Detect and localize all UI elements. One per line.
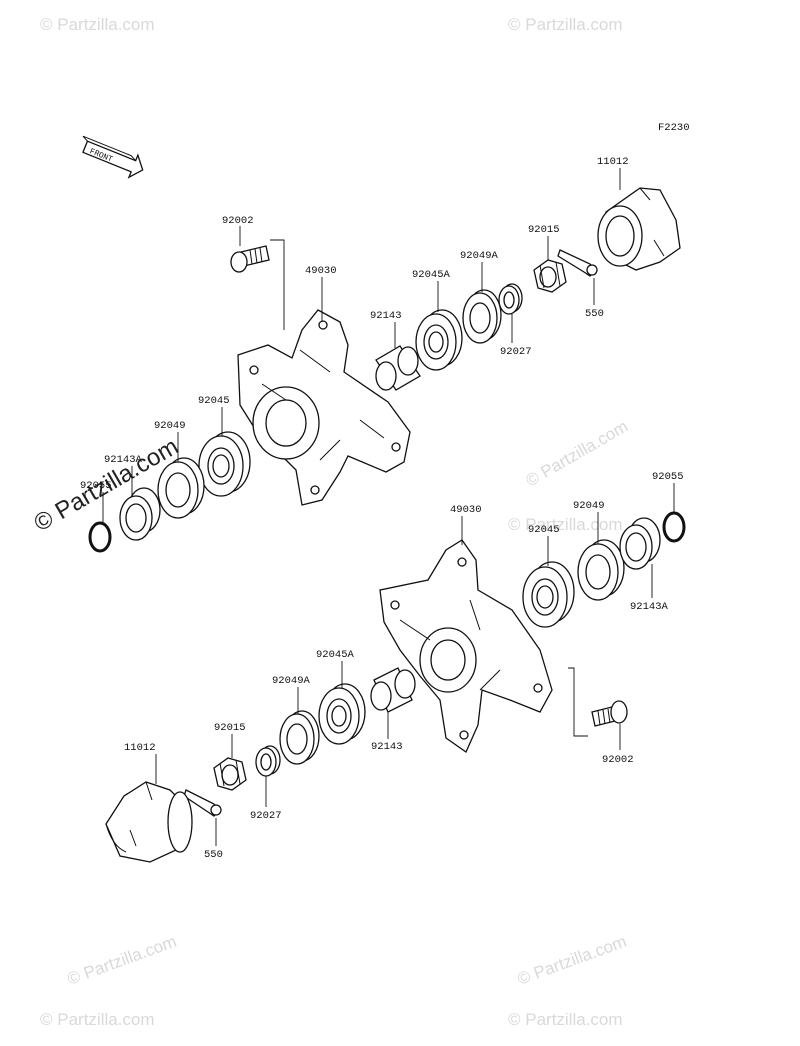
upper-bolt-part — [230, 245, 270, 273]
lower-collar-a-label: 92143A — [630, 601, 669, 613]
upper-seal-a-part — [462, 289, 502, 344]
lower-washer-label: 92027 — [250, 810, 282, 822]
lower-o-ring-part — [662, 511, 686, 543]
upper-seal-a-label: 92049A — [460, 250, 499, 262]
lower-collar-label: 92143 — [371, 741, 403, 753]
watermark-mid-right: © Partzilla.com — [523, 417, 632, 491]
watermark-top-left: © Partzilla.com — [40, 15, 155, 34]
upper-collar-a-part — [119, 487, 161, 541]
lower-cap-part — [105, 781, 193, 863]
upper-cotter-pin-label: 550 — [585, 308, 604, 320]
lower-nut-part — [213, 757, 247, 791]
upper-bearing-label: 92045 — [198, 395, 230, 407]
upper-nut-part — [533, 259, 567, 293]
lower-bearing-a-part — [318, 683, 366, 745]
watermark-mid-right-2: © Partzilla.com — [508, 515, 623, 534]
lower-bolt-label: 92002 — [602, 754, 634, 766]
upper-seal-label: 92049 — [154, 420, 186, 432]
lower-seal-part — [577, 539, 625, 601]
figure-code: F2230 — [658, 122, 690, 134]
lower-bearing-a-label: 92045A — [316, 649, 355, 661]
upper-bolt-bracket — [270, 239, 285, 330]
upper-washer-part — [498, 283, 523, 315]
upper-bearing-a-part — [415, 309, 463, 371]
lower-bearing-label: 92045 — [528, 524, 560, 536]
upper-bearing-part — [198, 431, 251, 497]
lower-washer-part — [255, 745, 281, 777]
watermark-bottom-left-angled: © Partzilla.com — [65, 932, 179, 989]
watermark-bottom-left: © Partzilla.com — [40, 1010, 155, 1029]
upper-collar-label: 92143 — [370, 310, 402, 322]
lower-collar-part — [370, 667, 416, 713]
lower-collar-a-part — [619, 517, 661, 570]
watermark-bottom-right: © Partzilla.com — [508, 1010, 623, 1029]
upper-nut-label: 92015 — [528, 224, 560, 236]
upper-o-ring-part — [88, 521, 112, 553]
lower-seal-a-label: 92049A — [272, 675, 311, 687]
upper-bolt-label: 92002 — [222, 215, 254, 227]
lower-seal-label: 92049 — [573, 500, 605, 512]
upper-bearing-a-label: 92045A — [412, 269, 451, 281]
upper-collar-a-label: 92143A — [104, 454, 143, 466]
upper-washer-label: 92027 — [500, 346, 532, 358]
upper-assembly: 92002 49030 92143 — [80, 156, 681, 553]
upper-collar-part — [375, 345, 421, 391]
watermark-top-right: © Partzilla.com — [508, 15, 623, 34]
upper-hub-part — [237, 309, 411, 506]
lower-bearing-part — [522, 561, 575, 628]
upper-cap-part — [597, 187, 681, 271]
watermark-bottom-right-angled: © Partzilla.com — [515, 932, 629, 989]
upper-seal-part — [157, 457, 205, 519]
lower-hub-label: 49030 — [450, 504, 482, 516]
lower-hub-part — [379, 539, 553, 753]
upper-cap-label: 11012 — [597, 156, 629, 168]
lower-o-ring-label: 92055 — [652, 471, 684, 483]
lower-bolt-part — [591, 700, 628, 727]
upper-hub-label: 49030 — [305, 265, 337, 277]
lower-seal-a-part — [279, 710, 320, 765]
lower-bolt-bracket — [568, 667, 588, 737]
upper-cotter-pin-part — [557, 249, 598, 277]
lower-nut-label: 92015 — [214, 722, 246, 734]
upper-o-ring-label: 92055 — [80, 480, 112, 492]
front-arrow-icon: FRONT — [82, 135, 144, 179]
lower-assembly: 49030 92045 92049 92143A — [105, 471, 686, 863]
lower-cotter-pin-label: 550 — [204, 849, 223, 861]
lower-cap-label: 11012 — [124, 742, 156, 754]
